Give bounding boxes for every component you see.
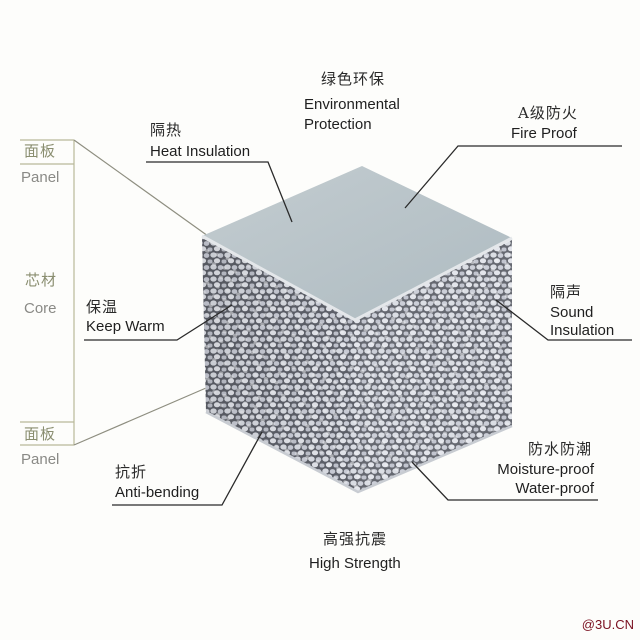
strength-label-en: High Strength [309,555,401,572]
bending-label-en: Anti-bending [115,484,200,501]
environmental-label-cn: 绿色环保 [321,70,386,88]
structure-bracket [20,139,209,446]
sound-label-cn: 隔声 [550,283,583,301]
warm-label-en: Keep Warm [86,318,165,335]
fire-label-cn: A级防火 [518,104,578,122]
top-panel-label-en: Panel [21,169,60,186]
watermark: @3U.CN [581,617,634,632]
moisture-label-cn: 防水防潮 [527,440,592,458]
moisture-label-en1: Moisture-proof [497,461,594,478]
sound-label-en1: Sound [550,304,594,321]
bending-label-cn: 抗折 [115,463,148,481]
bottom-panel-label-en: Panel [21,451,60,468]
heat-label-cn: 隔热 [150,121,183,139]
cube-top-panel [202,166,512,320]
moisture-label-en2: Water-proof [515,480,594,497]
bottom-panel-label-cn: 面板 [24,425,57,443]
sandwich-panel-cube [201,166,513,494]
top-panel-label-cn: 面板 [24,142,57,160]
environmental-label-en2: Protection [304,116,372,133]
core-label-cn: 芯材 [25,271,58,289]
fire-label-en: Fire Proof [511,125,577,142]
warm-label-cn: 保温 [86,298,119,316]
sound-label-en2: Insulation [550,322,615,339]
heat-label-en: Heat Insulation [150,143,251,160]
leader-lines [84,145,632,506]
core-label-en: Core [24,300,57,317]
strength-label-cn: 高强抗震 [323,530,388,548]
environmental-label-en1: Environmental [304,96,400,113]
